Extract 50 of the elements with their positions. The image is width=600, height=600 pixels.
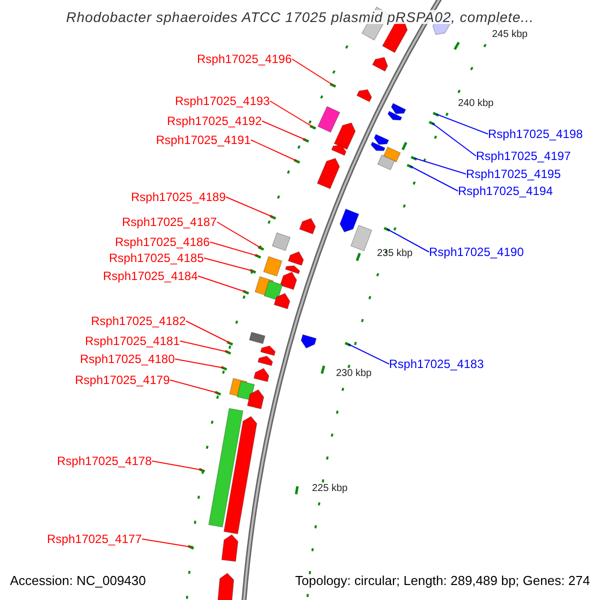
map-title: Rhodobacter sphaeroides ATCC 17025 plasmid pRSPA02, complete... — [66, 10, 534, 24]
gene-label: Rsph17025_4195 — [466, 167, 561, 181]
leader-line — [292, 58, 334, 86]
leader-line — [180, 340, 228, 352]
leader-line — [204, 258, 254, 272]
leader-line — [270, 100, 314, 128]
leader-line — [386, 228, 430, 252]
scale-label: 240 kbp — [458, 98, 494, 109]
gene-label: Rsph17025_4185 — [109, 251, 204, 265]
gene-label: Rsph17025_4179 — [75, 373, 170, 387]
leader-line — [250, 140, 298, 162]
gene-label: Rsph17025_4196 — [197, 52, 292, 66]
leader-line — [410, 166, 458, 192]
gene-label: Rsph17025_4184 — [103, 269, 198, 283]
gene-label: Rsph17025_4177 — [47, 532, 142, 546]
gene-label: Rsph17025_4194 — [458, 184, 553, 198]
accession-text: Accession: NC_009430 — [10, 574, 146, 588]
leader-line — [210, 242, 258, 256]
gene-label: Rsph17025_4189 — [131, 190, 226, 204]
leader-line — [170, 380, 218, 394]
leader-line — [226, 196, 274, 218]
scale-label: 245 kbp — [492, 29, 528, 40]
leader-line — [414, 158, 466, 174]
leader-line — [174, 358, 224, 368]
leader-line — [142, 538, 192, 548]
gene-label: Rsph17025_4181 — [85, 334, 180, 348]
leader-line — [216, 222, 262, 248]
gene-label: Rsph17025_4178 — [57, 454, 152, 468]
gene-label: Rsph17025_4190 — [429, 245, 524, 259]
leader-line — [432, 122, 476, 156]
gene-label: Rsph17025_4198 — [488, 127, 583, 141]
gene-label: Rsph17025_4183 — [389, 357, 484, 371]
gene-label: Rsph17025_4187 — [122, 215, 217, 229]
gene-label: Rsph17025_4192 — [167, 114, 262, 128]
summary-text: Topology: circular; Length: 289,489 bp; Genes: 274 — [295, 574, 590, 588]
scale-label: 230 kbp — [336, 368, 372, 379]
leader-line — [348, 344, 390, 364]
leader-line — [198, 276, 246, 292]
scale-label: 235 kbp — [377, 248, 413, 259]
leader-line — [436, 114, 488, 134]
gene-label: Rsph17025_4186 — [115, 235, 210, 249]
leader-line — [262, 120, 306, 140]
leader-line — [186, 320, 230, 344]
gene-label: Rsph17025_4182 — [91, 314, 186, 328]
scale-label: 225 kbp — [312, 483, 348, 494]
leader-line — [152, 460, 202, 470]
gene-label: Rsph17025_4193 — [175, 94, 270, 108]
gene-label: Rsph17025_4180 — [80, 352, 175, 366]
gene-label: Rsph17025_4197 — [476, 149, 571, 163]
gene-label: Rsph17025_4191 — [156, 133, 251, 147]
